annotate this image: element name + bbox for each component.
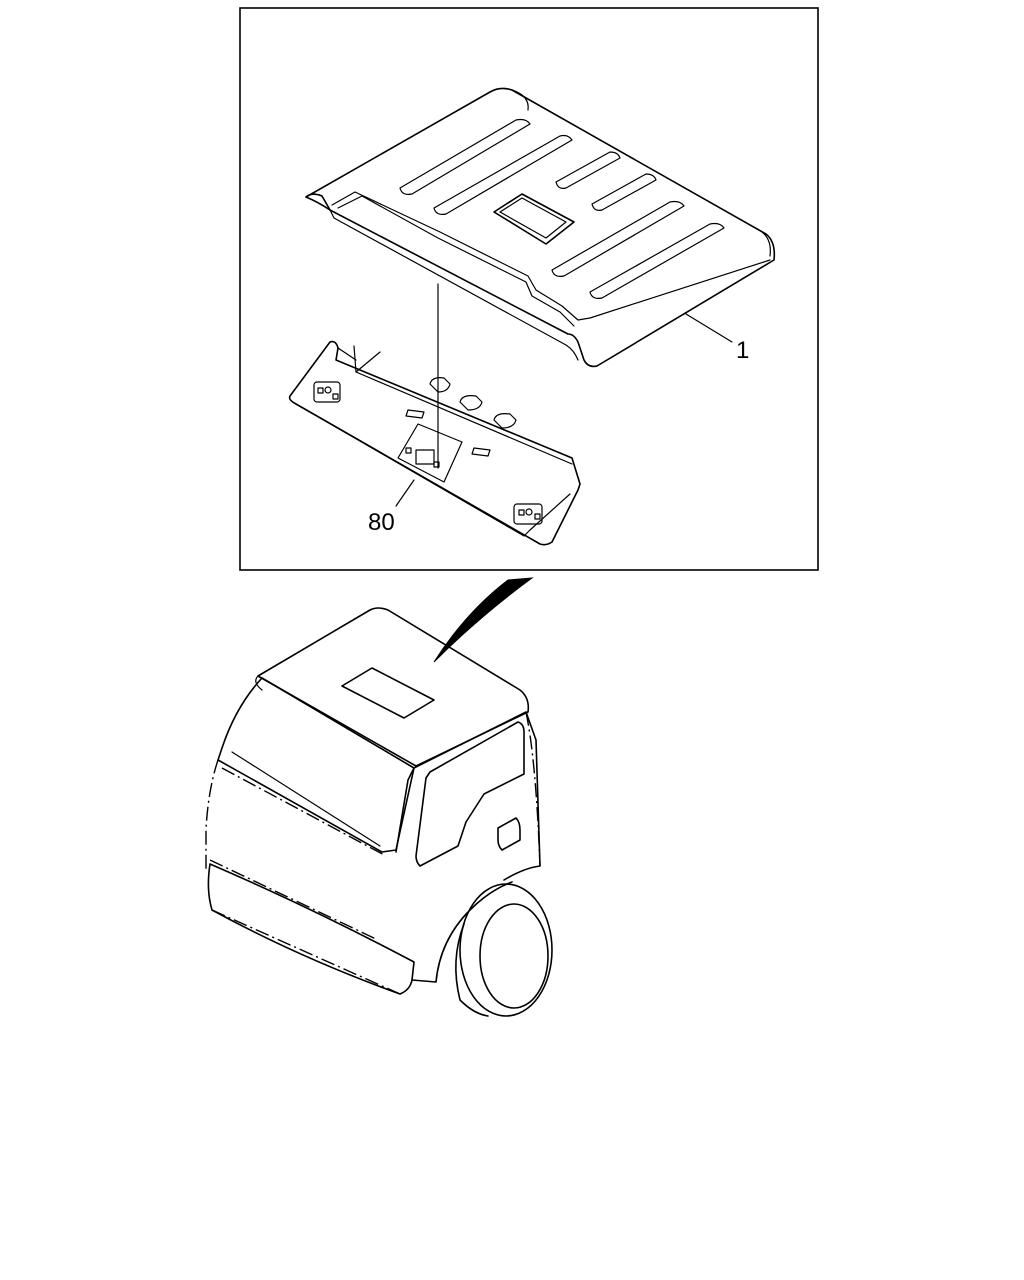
- detail-pointer: [433, 577, 534, 663]
- roof-panel: [305, 87, 776, 368]
- callout-80: 80: [368, 509, 395, 536]
- callout-1: 1: [736, 337, 749, 364]
- detail-frame: [239, 7, 819, 571]
- overhead-console: [288, 340, 581, 546]
- truck-cab: [205, 607, 553, 1017]
